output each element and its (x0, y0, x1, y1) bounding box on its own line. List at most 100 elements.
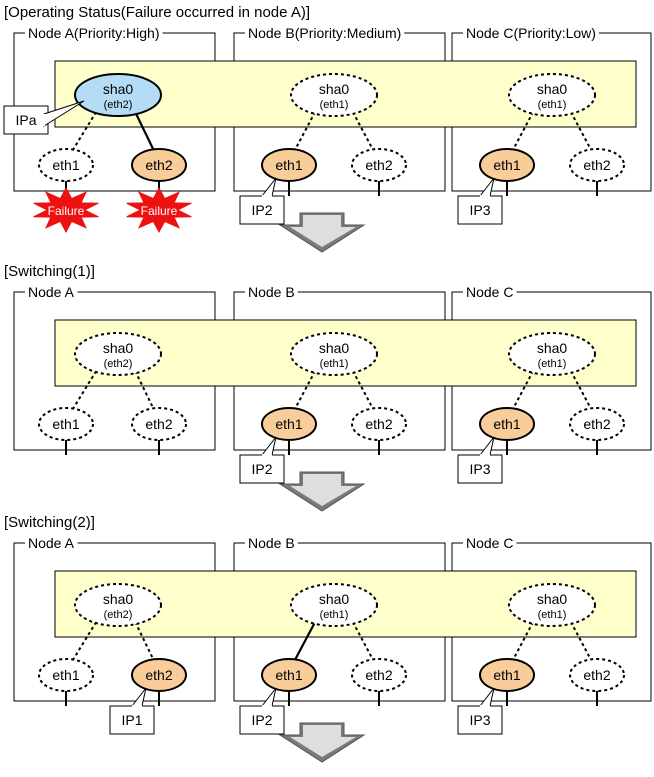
sha-name: sha0 (537, 81, 568, 97)
ip-label: IP2 (251, 202, 272, 218)
failure-marker: Failure (126, 186, 192, 234)
node-label: Node C (466, 284, 513, 300)
ip-label: IP3 (469, 202, 490, 218)
nic-eth1 (38, 658, 94, 692)
standby-link (511, 111, 534, 152)
sha-name: sha0 (319, 81, 350, 97)
nic-label: eth1 (275, 416, 302, 432)
sha0-interface (290, 332, 378, 376)
nic-label: eth2 (365, 416, 392, 432)
arrow-highlight (290, 725, 356, 757)
nic-eth1 (479, 407, 535, 441)
section-title: [Operating Status(Failure occurred in no… (4, 4, 310, 21)
node-label: Node C(Priority:Low) (466, 25, 596, 41)
ip-box (239, 195, 285, 225)
nic-eth2 (569, 658, 625, 692)
sha-name: sha0 (319, 591, 350, 607)
nic-label: eth2 (365, 667, 392, 683)
standby-link (570, 621, 593, 662)
arrow-highlight (290, 215, 356, 247)
standby-link (570, 370, 593, 411)
nic-label: eth1 (52, 416, 79, 432)
sha0-interface (508, 332, 596, 376)
sha-name: sha0 (103, 81, 134, 97)
ip-callout: IP2 (239, 177, 285, 225)
nic-eth2 (131, 658, 187, 692)
standby-link (570, 111, 593, 152)
standby-link (352, 111, 375, 152)
ip-callout: IP3 (457, 436, 503, 484)
ip-callout: IPa (3, 100, 85, 135)
node-label: Node B (248, 284, 295, 300)
nic-eth1 (261, 407, 317, 441)
nic-eth1 (38, 407, 94, 441)
sha-iface: (eth2) (104, 99, 133, 111)
failure-burst-icon (33, 186, 99, 234)
sha-name: sha0 (103, 340, 134, 356)
ip-label: IP3 (469, 461, 490, 477)
sha-iface: (eth1) (320, 609, 349, 621)
ip-box (239, 454, 285, 484)
nic-label: eth2 (583, 157, 610, 173)
failure-burst-icon (126, 186, 192, 234)
ip-label: IP3 (469, 712, 490, 728)
section-title: [Switching(1)] (4, 263, 95, 280)
standby-link (293, 111, 316, 152)
nic-label: eth2 (145, 157, 172, 173)
standby-link (352, 621, 375, 662)
nic-eth1 (261, 658, 317, 692)
arrow-highlight (290, 474, 356, 506)
sha-iface: (eth2) (104, 358, 133, 370)
standby-link (134, 621, 155, 662)
nic-label: eth2 (145, 416, 172, 432)
sha0-interface (290, 73, 378, 117)
sha-name: sha0 (103, 591, 134, 607)
nic-eth2 (569, 148, 625, 182)
sha0-interface (508, 583, 596, 627)
nic-eth2 (351, 658, 407, 692)
ip-callout: IP1 (109, 687, 155, 735)
failure-label: Failure (48, 204, 85, 218)
node-label: Node B(Priority:Medium) (248, 25, 401, 41)
sha-iface: (eth2) (104, 609, 133, 621)
nic-eth2 (131, 407, 187, 441)
nic-eth2 (131, 148, 187, 182)
failure-marker: Failure (33, 186, 99, 234)
nic-eth1 (479, 148, 535, 182)
active-link (293, 621, 317, 662)
ip-box (457, 705, 503, 735)
standby-link (71, 370, 98, 411)
sha0-interface (74, 73, 162, 117)
node-1: sha0 (eth2) eth1 eth2 (38, 332, 187, 455)
section-1: [Operating Status(Failure occurred in no… (3, 4, 652, 253)
active-link (134, 111, 156, 152)
failure-label: Failure (141, 204, 178, 218)
nic-label: eth2 (583, 416, 610, 432)
node-label: Node C (466, 535, 513, 551)
ip-label: IP2 (251, 461, 272, 477)
nic-eth2 (351, 148, 407, 182)
ip-label: IP1 (121, 712, 142, 728)
sha0-interface (290, 583, 378, 627)
sha0-interface (508, 73, 596, 117)
nic-label: eth2 (365, 157, 392, 173)
ip-callout: IP2 (239, 436, 285, 484)
nic-label: eth1 (275, 667, 302, 683)
sha-iface: (eth1) (320, 358, 349, 370)
nic-eth1 (261, 148, 317, 182)
sha-name: sha0 (319, 340, 350, 356)
ip-box (239, 705, 285, 735)
ip-box (457, 454, 503, 484)
standby-link (71, 111, 98, 152)
nic-label: eth2 (145, 667, 172, 683)
